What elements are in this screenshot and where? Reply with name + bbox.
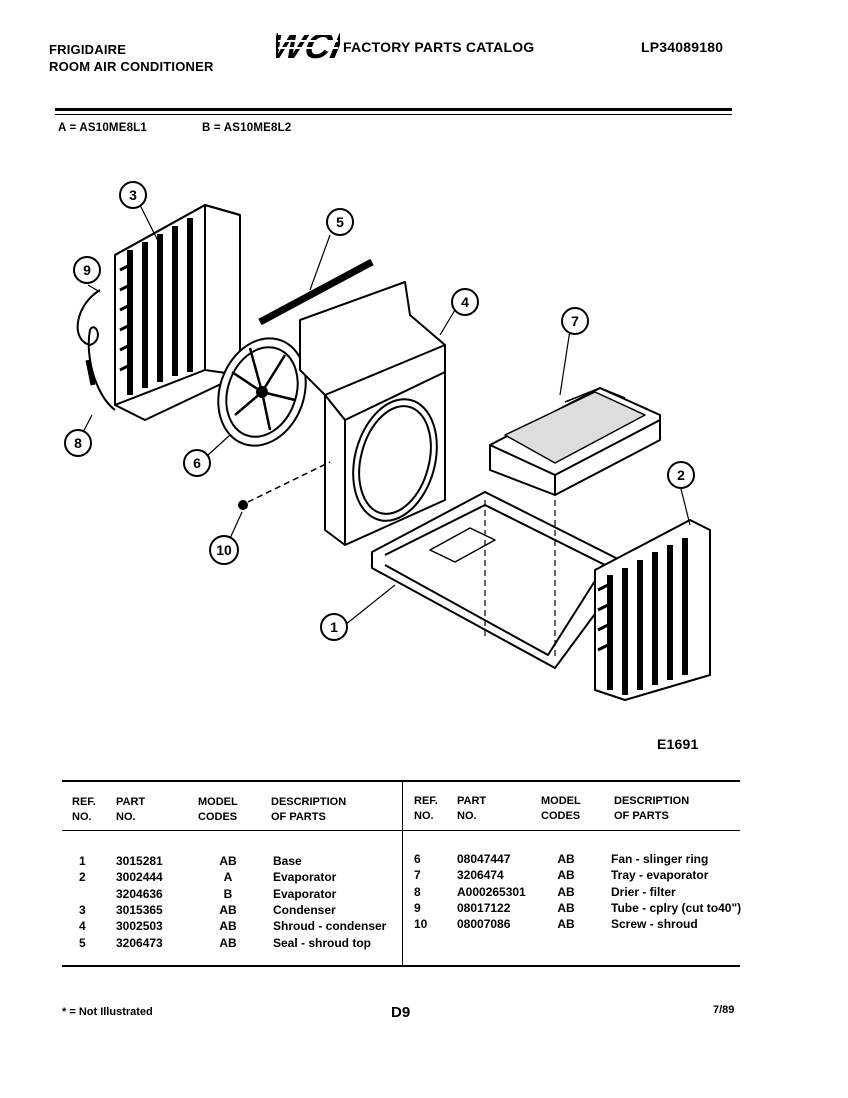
table-cell-part: 3002503 bbox=[116, 919, 163, 934]
table-cell-ref: 9 bbox=[414, 900, 421, 915]
table-cell-part: 3206474 bbox=[457, 868, 504, 883]
table-cell-part: 08047447 bbox=[457, 852, 511, 866]
table-header-rule bbox=[62, 830, 740, 831]
table-cell-code: AB bbox=[219, 854, 237, 868]
table-divider bbox=[402, 781, 403, 966]
table-cell-code: A bbox=[223, 870, 233, 885]
table-cell-desc: Fan - slinger ring bbox=[611, 852, 709, 866]
callout-9: 9 bbox=[73, 256, 101, 284]
callout-10: 10 bbox=[209, 535, 239, 565]
table-cell-part: 3015281 bbox=[116, 854, 163, 868]
table-cell-desc: Base bbox=[273, 854, 302, 868]
svg-text:7: 7 bbox=[571, 313, 579, 329]
svg-text:1: 1 bbox=[330, 619, 338, 635]
svg-text:10: 10 bbox=[216, 542, 232, 558]
capillary-tube bbox=[76, 289, 116, 411]
svg-text:9: 9 bbox=[83, 262, 91, 278]
callout-2: 2 bbox=[667, 461, 695, 489]
wci-logo-text: WCI bbox=[276, 25, 340, 64]
catalog-number: LP34089180 bbox=[641, 39, 724, 55]
table-cell-part: 3204636 bbox=[116, 886, 163, 901]
table-cell-part: 3002444 bbox=[116, 870, 163, 885]
brand-name: FRIGIDAIRE bbox=[49, 42, 127, 57]
table-cell-code: AB bbox=[557, 852, 575, 866]
table-cell-code: AB bbox=[219, 919, 237, 934]
footnote: * = Not Illustrated bbox=[62, 1006, 153, 1018]
figure-id: E1691 bbox=[657, 736, 699, 752]
table-cell-part: 08007086 bbox=[457, 917, 511, 932]
header-rule-thick bbox=[55, 108, 732, 111]
table-cell-code: AB bbox=[557, 868, 575, 883]
table-cell-ref: 7 bbox=[414, 868, 421, 883]
callouts: 3 5 4 7 9 8 6 2 10 1 bbox=[64, 181, 695, 641]
table-cell-code: B bbox=[223, 886, 233, 901]
hdr-ref-left: REF.NO. bbox=[72, 796, 96, 823]
table-cell-ref: 4 bbox=[79, 919, 86, 934]
table-cell-desc: Tray - evaporator bbox=[611, 868, 709, 883]
table-cell-part: 3015365 bbox=[116, 902, 163, 917]
table-cell-ref: 2 bbox=[79, 870, 86, 885]
table-bottom-rule bbox=[62, 965, 740, 967]
table-cell-ref: 10 bbox=[414, 917, 428, 932]
screw bbox=[238, 500, 248, 510]
hdr-ref-right: REF.NO. bbox=[414, 795, 438, 822]
table-cell-desc: Screw - shroud bbox=[611, 917, 698, 932]
table-cell-desc: Drier - filter bbox=[611, 884, 676, 899]
table-cell-desc: Seal - shroud top bbox=[273, 935, 372, 950]
evaporator-tray bbox=[489, 387, 661, 496]
revision-date: 7/89 bbox=[713, 1004, 735, 1016]
callout-6: 6 bbox=[183, 449, 211, 477]
table-cell-part: 08017122 bbox=[457, 900, 511, 915]
condenser-shroud bbox=[299, 281, 446, 546]
table-cell-desc: Evaporator bbox=[273, 886, 337, 901]
product-name: ROOM AIR CONDITIONER bbox=[49, 59, 214, 74]
callout-5: 5 bbox=[326, 208, 354, 236]
callout-3: 3 bbox=[119, 181, 147, 209]
callout-4: 4 bbox=[451, 288, 479, 316]
header-rule-thin bbox=[55, 114, 732, 115]
table-cell-ref: 5 bbox=[79, 935, 86, 950]
callout-8: 8 bbox=[64, 429, 92, 457]
table-cell-ref: 1 bbox=[79, 854, 86, 868]
svg-text:4: 4 bbox=[461, 294, 469, 310]
page-number: D9 bbox=[391, 1004, 411, 1021]
table-cell-ref: 3 bbox=[79, 902, 86, 917]
table-cell-desc: Shroud - condenser bbox=[273, 919, 387, 934]
table-top-rule bbox=[62, 780, 740, 782]
model-b-label: B = AS10ME8L2 bbox=[202, 122, 292, 134]
catalog-title: FACTORY PARTS CATALOG bbox=[343, 39, 535, 55]
callout-7: 7 bbox=[561, 307, 589, 335]
table-cell-desc: Condenser bbox=[273, 902, 336, 917]
seal-strip bbox=[258, 258, 374, 326]
table-cell-part: 3206473 bbox=[116, 935, 163, 950]
table-cell-desc: Evaporator bbox=[273, 870, 337, 885]
evaporator-coil bbox=[594, 519, 711, 701]
table-cell-code: AB bbox=[557, 900, 575, 915]
table-cell-part: A000265301 bbox=[457, 884, 526, 899]
svg-text:6: 6 bbox=[193, 455, 201, 471]
table-cell-ref: 8 bbox=[414, 884, 421, 899]
model-a-label: A = AS10ME8L1 bbox=[58, 122, 147, 134]
svg-text:8: 8 bbox=[74, 435, 82, 451]
table-cell-code: AB bbox=[219, 935, 237, 950]
exploded-parts-diagram: 3 5 4 7 9 8 6 2 10 1 bbox=[64, 181, 711, 701]
table-cell-code: AB bbox=[557, 884, 575, 899]
callout-1: 1 bbox=[320, 613, 348, 641]
svg-text:5: 5 bbox=[336, 214, 344, 230]
svg-text:3: 3 bbox=[129, 187, 137, 203]
svg-text:2: 2 bbox=[677, 467, 685, 483]
wci-logo: WCI bbox=[267, 24, 346, 66]
condenser-coil bbox=[114, 204, 241, 421]
table-cell-ref: 6 bbox=[414, 852, 421, 866]
table-cell-code: AB bbox=[219, 902, 237, 917]
slinger-fan bbox=[217, 337, 307, 447]
table-cell-desc: Tube - cplry (cut to40") bbox=[611, 900, 742, 915]
table-cell-code: AB bbox=[557, 917, 575, 932]
